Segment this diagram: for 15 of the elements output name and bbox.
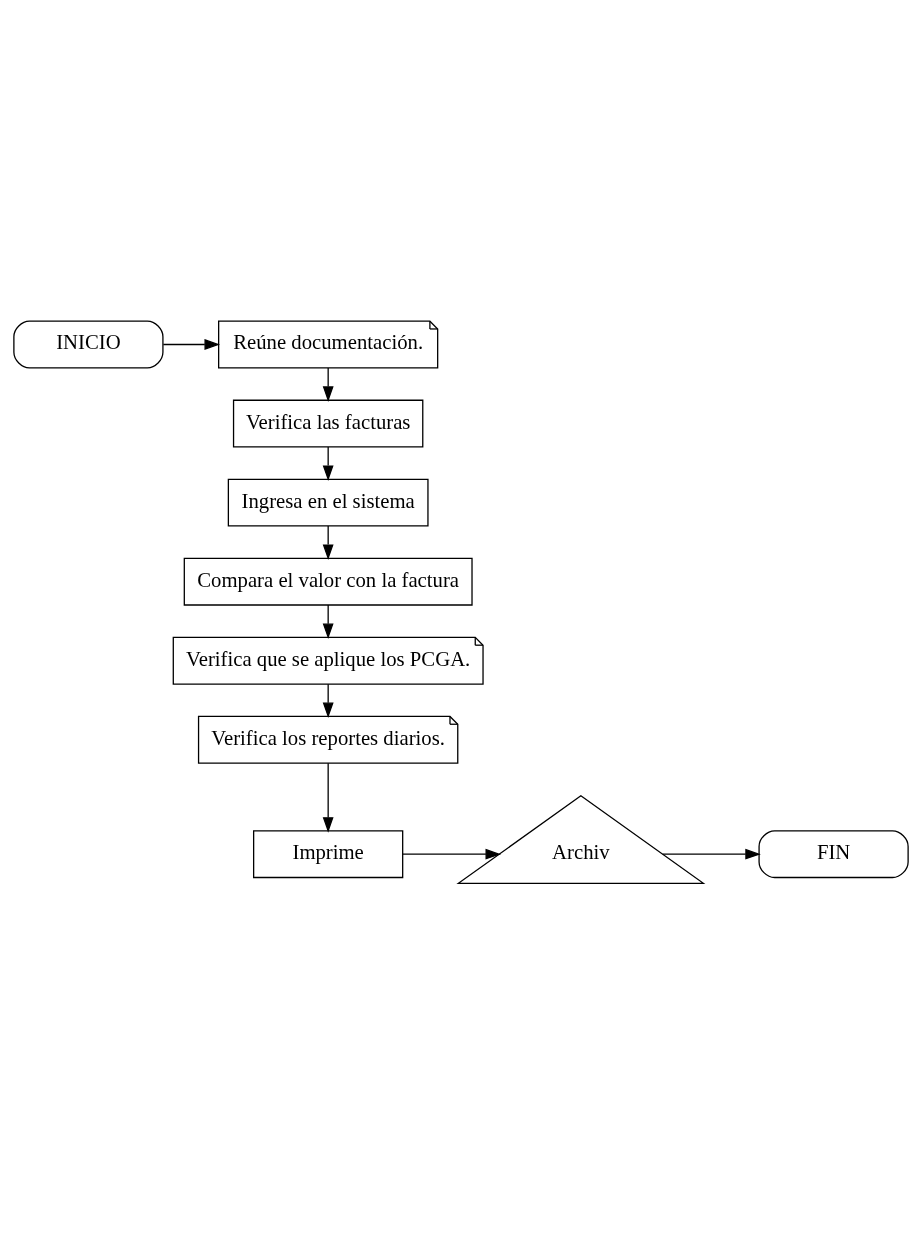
arrow: [322, 367, 334, 402]
arrow: [662, 848, 761, 860]
node-box: Compara el valor con la factura: [183, 557, 473, 606]
node-box: Verifica las facturas: [232, 399, 424, 448]
node-box: Ingresa en el sistema: [227, 478, 429, 527]
arrow: [322, 683, 334, 719]
node-box: INICIO: [13, 320, 164, 369]
arrow: [162, 339, 220, 350]
node-box: FIN: [758, 830, 909, 879]
arrow: [322, 525, 334, 560]
node-box: Imprime: [253, 830, 404, 879]
arrow: [322, 446, 334, 481]
arrow: [322, 604, 334, 640]
arrow: [322, 762, 334, 833]
arrow: [402, 848, 502, 860]
